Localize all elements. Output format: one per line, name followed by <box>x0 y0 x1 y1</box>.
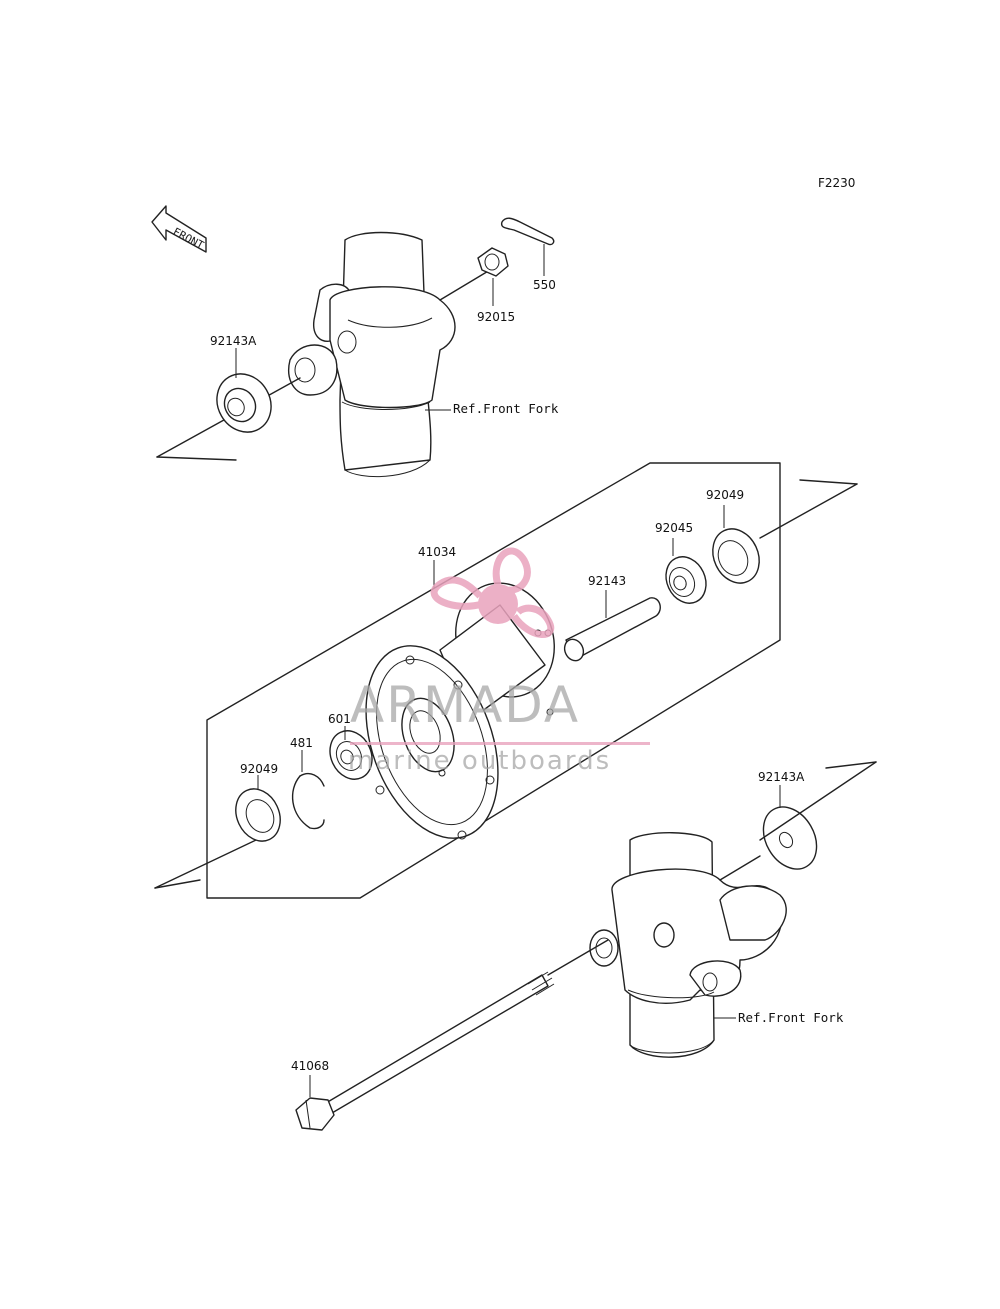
spacer-92143 <box>563 597 661 662</box>
axis-line <box>156 456 237 461</box>
part-label-550[interactable]: 550 <box>533 278 556 292</box>
watermark-tagline: marine outboards <box>348 746 612 776</box>
part-label-601[interactable]: 601 <box>328 712 351 726</box>
diagram-code: F2230 <box>818 176 856 190</box>
collar-92143a-top <box>216 373 272 433</box>
bearing-92045 <box>665 556 707 604</box>
collar-92143a-bottom <box>762 806 818 870</box>
part-label-92143[interactable]: 92143 <box>588 574 627 588</box>
watermark-logo-icon <box>430 547 555 638</box>
part-label-92045[interactable]: 92045 <box>655 521 694 535</box>
part-label-481[interactable]: 481 <box>290 736 313 750</box>
axis-line <box>439 269 491 301</box>
hub-assembly-frame <box>206 462 781 899</box>
circlip-481 <box>291 772 325 830</box>
oil-seal-92049-right <box>712 528 760 584</box>
part-label-92143a-top[interactable]: 92143A <box>210 334 257 348</box>
axle-41068 <box>295 971 555 1131</box>
part-label-92049-right[interactable]: 92049 <box>706 488 745 502</box>
front-fork-bottom <box>589 832 787 1058</box>
part-label-92015[interactable]: 92015 <box>477 310 516 324</box>
front-fork-top <box>288 231 456 478</box>
cotter-pin-550 <box>500 217 555 246</box>
ref-label-front-fork-top[interactable]: Ref.Front Fork <box>453 401 559 416</box>
part-label-92049-left[interactable]: 92049 <box>240 762 279 776</box>
watermark-brand: ARMADA <box>350 676 581 734</box>
watermark-underline <box>350 742 650 745</box>
part-label-92143a-bottom[interactable]: 92143A <box>758 770 805 784</box>
part-label-41068[interactable]: 41068 <box>291 1059 330 1073</box>
oil-seal-92049-left <box>235 788 281 842</box>
front-arrow-icon: FRONT <box>151 205 207 253</box>
nut-92015 <box>477 247 509 277</box>
part-label-41034[interactable]: 41034 <box>418 545 457 559</box>
ref-label-front-fork-bottom[interactable]: Ref.Front Fork <box>738 1010 844 1025</box>
